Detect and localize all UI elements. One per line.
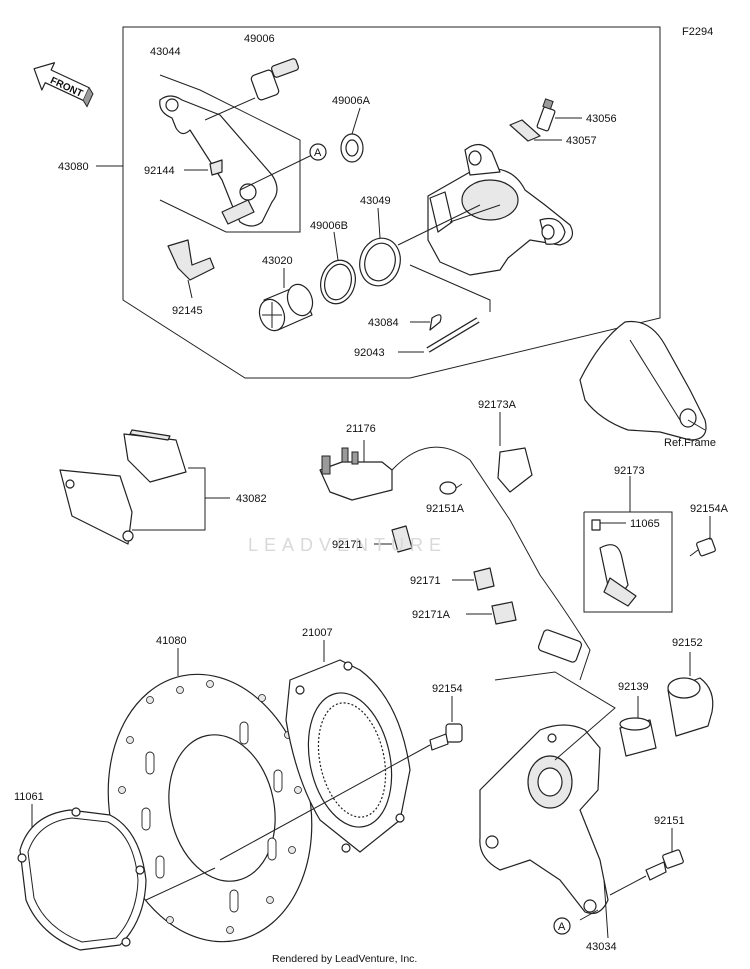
label-43080: 43080 — [58, 161, 89, 173]
label-92154: 92154 — [432, 683, 463, 695]
bleeder-cap-43057 — [509, 119, 541, 142]
label-11065: 11065 — [630, 518, 660, 530]
bolt-92154a — [689, 537, 716, 557]
sensor-clamp-92173a — [497, 447, 533, 493]
callout-a-top — [309, 143, 327, 161]
brake-pads-43082 — [59, 429, 187, 545]
collar-92152 — [667, 677, 714, 737]
pad-spring-92144 — [209, 159, 223, 176]
bleeder-valve-43056 — [536, 98, 556, 132]
label-43082: 43082 — [236, 493, 267, 505]
bolt-92151a — [439, 481, 463, 495]
sensor-bracket-box — [583, 511, 673, 613]
label-41080: 41080 — [156, 635, 187, 647]
label-21007: 21007 — [302, 627, 333, 639]
label-43020: 43020 — [262, 255, 293, 267]
collar-92139 — [619, 717, 657, 757]
watermark: LEADVENTURE — [248, 535, 447, 555]
boot-49006a — [340, 133, 364, 163]
label-92139: 92139 — [618, 681, 649, 693]
piston-43020 — [258, 283, 314, 332]
label-92043: 92043 — [354, 347, 385, 359]
label-92171-lower: 92171 — [410, 575, 441, 587]
label-49006a: 49006A — [332, 95, 371, 107]
label-49006: 49006 — [244, 33, 275, 45]
caliper-holder-43034 — [479, 724, 609, 915]
gasket-11061 — [17, 807, 147, 951]
svg-text:A: A — [558, 921, 566, 933]
pin-clip-43084 — [429, 314, 442, 331]
frame-reference — [579, 320, 707, 441]
label-92171-upper: 92171 — [332, 539, 363, 551]
label-43044: 43044 — [150, 46, 181, 58]
caliper-assembly-outline — [122, 26, 661, 379]
label-92144: 92144 — [144, 165, 175, 177]
diagram-code: F2294 — [682, 26, 713, 38]
label-92145: 92145 — [172, 305, 203, 317]
abs-sensor-ring-21007 — [285, 659, 411, 853]
label-43056: 43056 — [586, 113, 617, 125]
pad-spring-92145 — [167, 239, 215, 281]
label-92151a: 92151A — [426, 503, 465, 515]
label-43084: 43084 — [368, 317, 399, 329]
clamp-92171-upper — [391, 525, 413, 553]
svg-text:A: A — [314, 147, 322, 159]
label-21176: 21176 — [346, 423, 376, 435]
slide-pin-49006 — [204, 58, 300, 121]
label-43057: 43057 — [566, 135, 597, 147]
callout-a-bottom — [553, 917, 571, 935]
clamp-92171-lower — [473, 567, 495, 591]
label-43034: 43034 — [586, 941, 617, 953]
bolt-92151 — [645, 849, 684, 881]
label-49006b: 49006B — [310, 220, 348, 232]
clamp-92171a — [491, 601, 517, 625]
label-92171a: 92171A — [412, 609, 451, 621]
pad-pin-92043 — [426, 317, 480, 353]
label-92173a: 92173A — [478, 399, 517, 411]
bolt-92154 — [429, 723, 463, 751]
label-92154a: 92154A — [690, 503, 729, 515]
ref-frame-label: Ref.Frame — [664, 437, 716, 449]
caliper-body — [427, 143, 573, 276]
footer-credit: Rendered by LeadVenture, Inc. — [272, 953, 417, 965]
label-92173: 92173 — [614, 465, 645, 477]
label-92151: 92151 — [654, 815, 685, 827]
label-11061: 11061 — [14, 791, 44, 803]
label-92152: 92152 — [672, 637, 703, 649]
front-arrow-icon: FRONT — [33, 62, 94, 108]
abs-sensor-21176 — [319, 446, 591, 681]
label-43049: 43049 — [360, 195, 391, 207]
